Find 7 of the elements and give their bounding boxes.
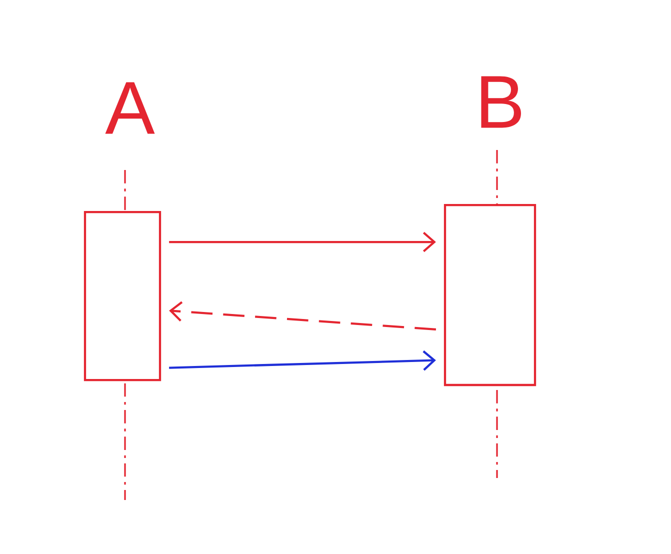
arrow: [169, 350, 436, 371]
arrow: [169, 232, 436, 252]
lifeline-label: A: [105, 82, 155, 134]
activation-box: [84, 210, 162, 382]
activation-box: [444, 204, 536, 386]
arrow: [169, 301, 436, 330]
lifeline-label: B: [481, 76, 521, 128]
